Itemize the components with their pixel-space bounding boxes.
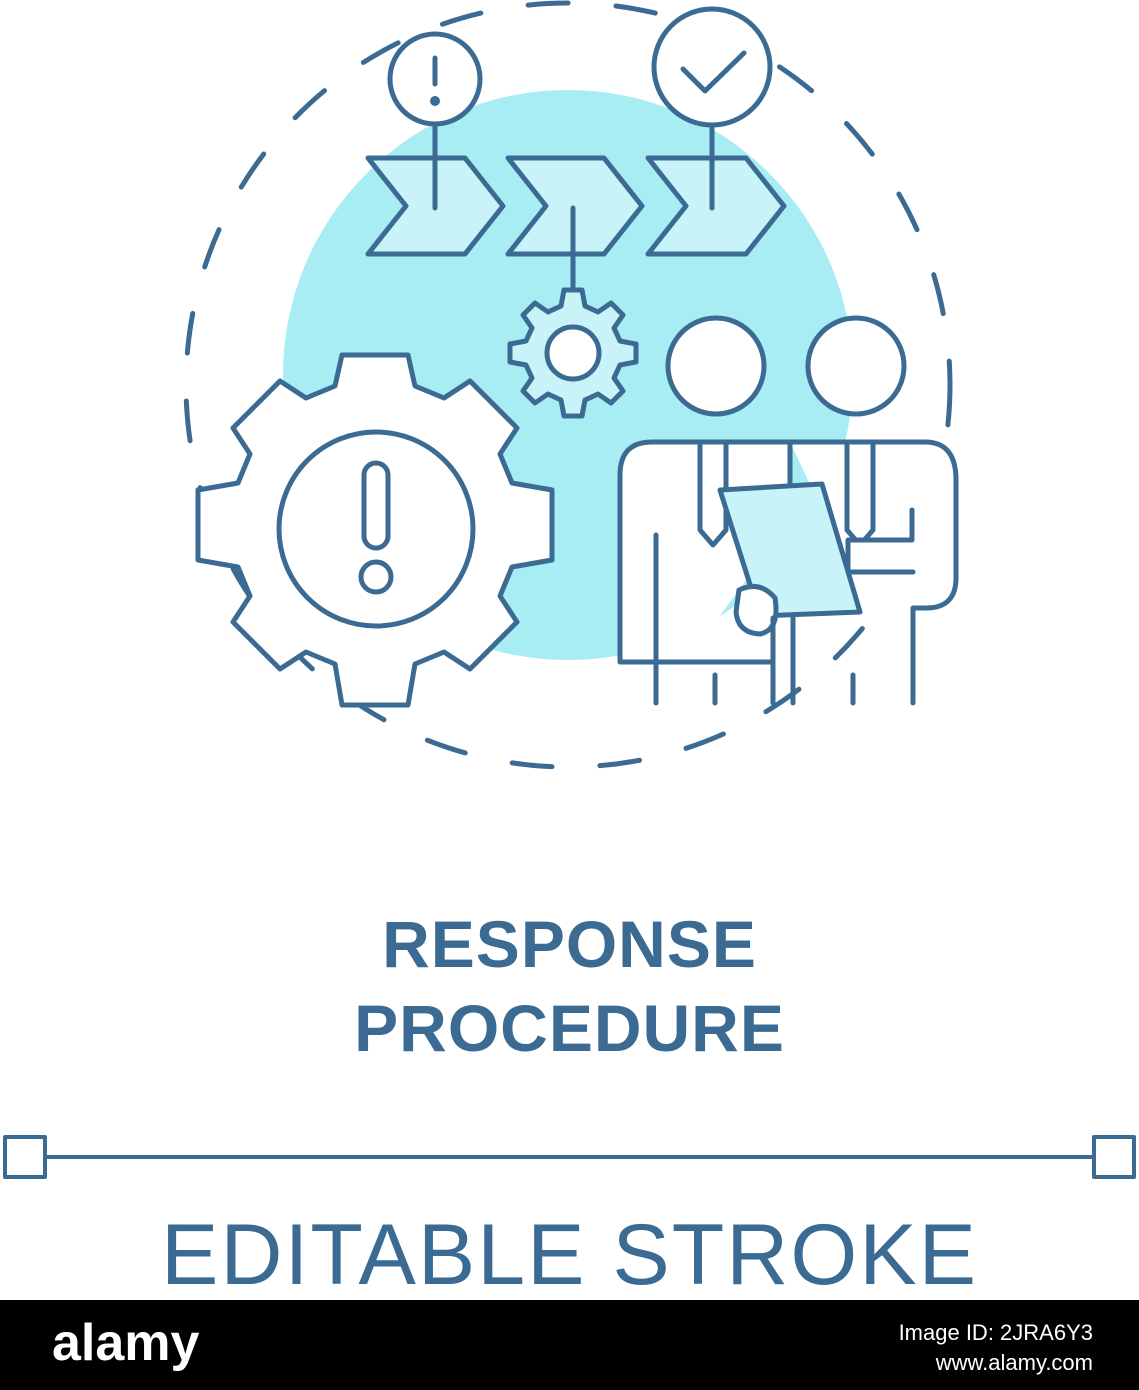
process-arrows-icon [365,155,787,257]
image-id: Image ID: 2JRA6Y3 [898,1320,1093,1345]
title-line-2: PROCEDURE [354,991,785,1065]
title-line-1: RESPONSE [382,907,757,981]
editable-stroke-line [3,1135,1136,1179]
small-gear-icon [507,287,639,419]
alert-gear-icon [195,352,555,708]
dashed-ring [183,0,953,770]
brand-logo: alamy [52,1314,200,1372]
check-pin-icon [651,6,773,211]
team-with-clipboard-icon [617,315,959,706]
footer-bar: alamy Image ID: 2JRA6Y3 www.alamy.com [0,1300,1139,1390]
site-url: www.alamy.com [935,1350,1093,1375]
alert-pin-icon [387,31,483,211]
editable-stroke-caption: EDITABLE STROKE [161,1207,978,1303]
response-procedure-illustration [3,0,1136,1179]
